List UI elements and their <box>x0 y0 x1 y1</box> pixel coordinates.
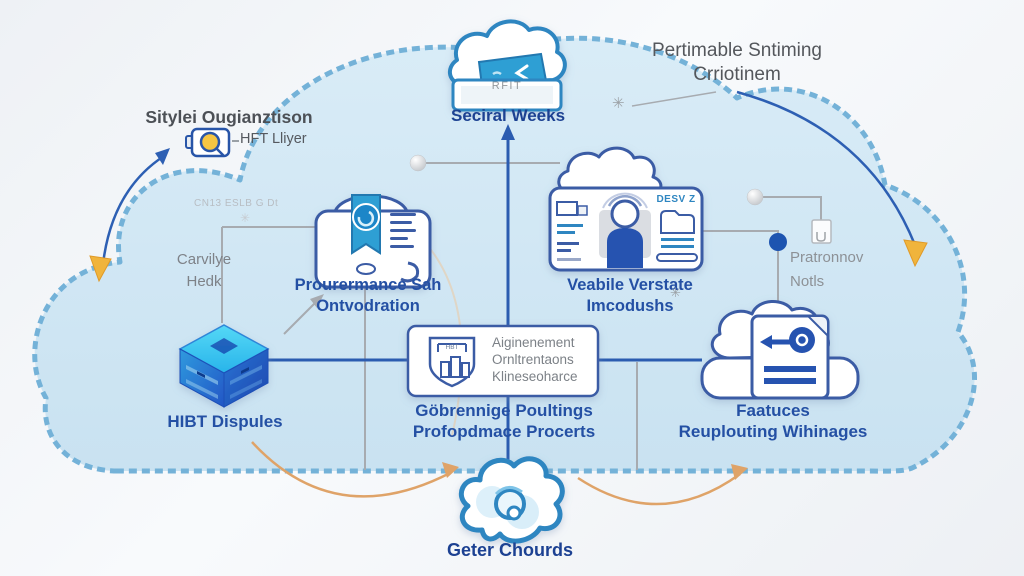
center-box-line1: Aiginenement <box>492 335 575 350</box>
left-curve-arrowhead <box>155 148 170 165</box>
hft-viewer-icon <box>185 127 239 158</box>
security-node-label: Seciral Weeks <box>450 106 566 125</box>
versions-card-icon <box>548 146 704 272</box>
performance-label-line2: Ontvodration <box>316 297 420 315</box>
features-cloud-doc-icon <box>700 300 860 400</box>
orange-curve-right <box>577 472 741 506</box>
features-label-line2: Reuplouting Wihinages <box>678 422 868 441</box>
orange-arrowhead-right <box>731 464 748 480</box>
performance-doc-icon <box>314 194 432 289</box>
top-right-caption-line1: Pertimable Sntiming <box>651 40 823 61</box>
versions-label-line2: Imcodushs <box>586 297 674 315</box>
shield-label: HBT <box>445 344 459 351</box>
center-box-line2: Ornltrentaons <box>492 352 574 367</box>
left-curved-arrow <box>101 154 165 265</box>
asterisk-glyph-mid: ✳ <box>670 285 681 300</box>
orange-arrowhead-left <box>442 462 459 478</box>
mini-box-icon <box>811 219 832 244</box>
asterisk-glyph-left: ✳ <box>240 211 251 225</box>
versions-badge: DESV Z <box>656 194 696 205</box>
security-cloud-icon <box>447 19 567 112</box>
blue-connector-lines <box>266 138 702 470</box>
gray-connector-lines <box>221 91 822 470</box>
left-note-line2: Hedk <box>186 273 222 290</box>
right-note-line2: Notls <box>790 273 825 290</box>
storage-cube-icon <box>178 324 270 408</box>
right-curved-arrow <box>736 90 917 246</box>
blue-dot-node <box>769 233 787 251</box>
governance-caption-line1: Göbrennige Poultings <box>415 401 593 420</box>
center-box-line3: Klineseoharce <box>492 369 578 384</box>
orange-curve-left <box>251 441 451 498</box>
yellow-arrowhead-right <box>903 239 928 268</box>
sphere-node-right <box>746 188 764 206</box>
top-left-caption-line1: Sitylei Ougianztison <box>145 107 313 127</box>
performance-label-line1: Prourermance Sah <box>294 276 442 294</box>
governance-shield-box <box>406 324 600 398</box>
features-label-line1: Faatuces <box>736 401 810 420</box>
right-note-line1: Pratronnov <box>790 249 864 266</box>
sphere-node-left <box>409 154 427 172</box>
top-right-caption-line2: Crriotinem <box>693 64 781 85</box>
left-note-line1: Carvilye <box>176 251 232 268</box>
gray-arrowhead <box>310 294 324 308</box>
versions-label-line1: Veabile Verstate <box>567 276 693 294</box>
cube-node-label: HIBT Dispules <box>167 412 283 431</box>
faint-note: CN13 ESLB G Dt <box>194 198 279 209</box>
bottom-cloud-icon <box>458 456 565 544</box>
asterisk-glyph-top: ✳ <box>612 95 625 112</box>
up-arrowhead <box>501 124 515 140</box>
security-badge: RFIT <box>491 80 523 92</box>
bottom-cloud-label: Geter Chourds <box>446 540 574 560</box>
yellow-arrowhead-left <box>89 255 112 283</box>
top-left-caption-line2: HFT Lliyer <box>240 131 307 147</box>
governance-caption-line2: Profopdmace Procerts <box>412 422 596 441</box>
